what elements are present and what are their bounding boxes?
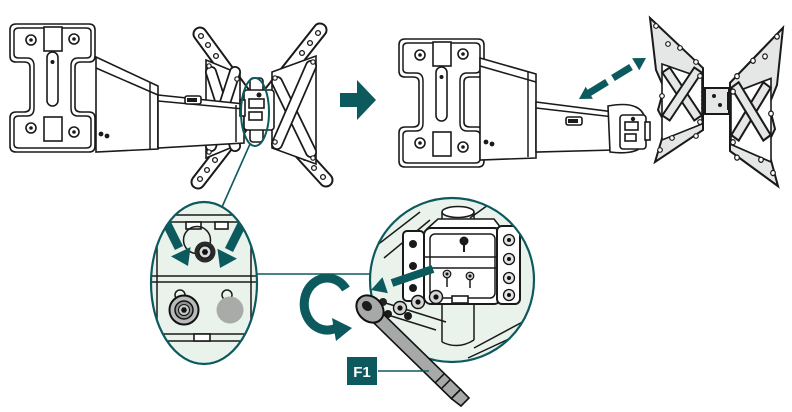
leader-line <box>221 143 251 208</box>
vesa-wing <box>729 24 785 189</box>
arm-screw <box>98 131 104 137</box>
installed-screw <box>168 294 200 326</box>
empty-screw-hole <box>216 296 244 324</box>
allen-wrench-tool <box>355 294 471 408</box>
vesa-wing <box>648 15 704 165</box>
mount-assembled-view <box>9 22 334 208</box>
next-step-arrow-icon <box>340 80 376 120</box>
arm-end-connector <box>607 103 651 154</box>
connector-highlight-ellipse <box>240 77 270 147</box>
vesa-plate-detached <box>648 15 785 189</box>
vesa-plate-attached <box>190 22 334 190</box>
detail-view-screws <box>149 200 259 366</box>
arm-screw <box>104 133 110 139</box>
tool-label-f1: F1 <box>347 357 429 385</box>
vesa-hinge-block <box>700 87 731 115</box>
articulating-arm <box>95 55 245 153</box>
locking-screw <box>194 241 216 263</box>
articulating-arm <box>479 56 651 161</box>
vesa-connector-block <box>239 77 275 143</box>
connector-release-arrow-icon <box>371 265 435 294</box>
vesa-holes <box>196 29 327 183</box>
tool-label-text: F1 <box>353 364 371 381</box>
rotate-arrow-icon <box>299 273 352 341</box>
mount-detached-view <box>398 15 785 189</box>
detach-direction-arrow-icon <box>579 58 646 99</box>
